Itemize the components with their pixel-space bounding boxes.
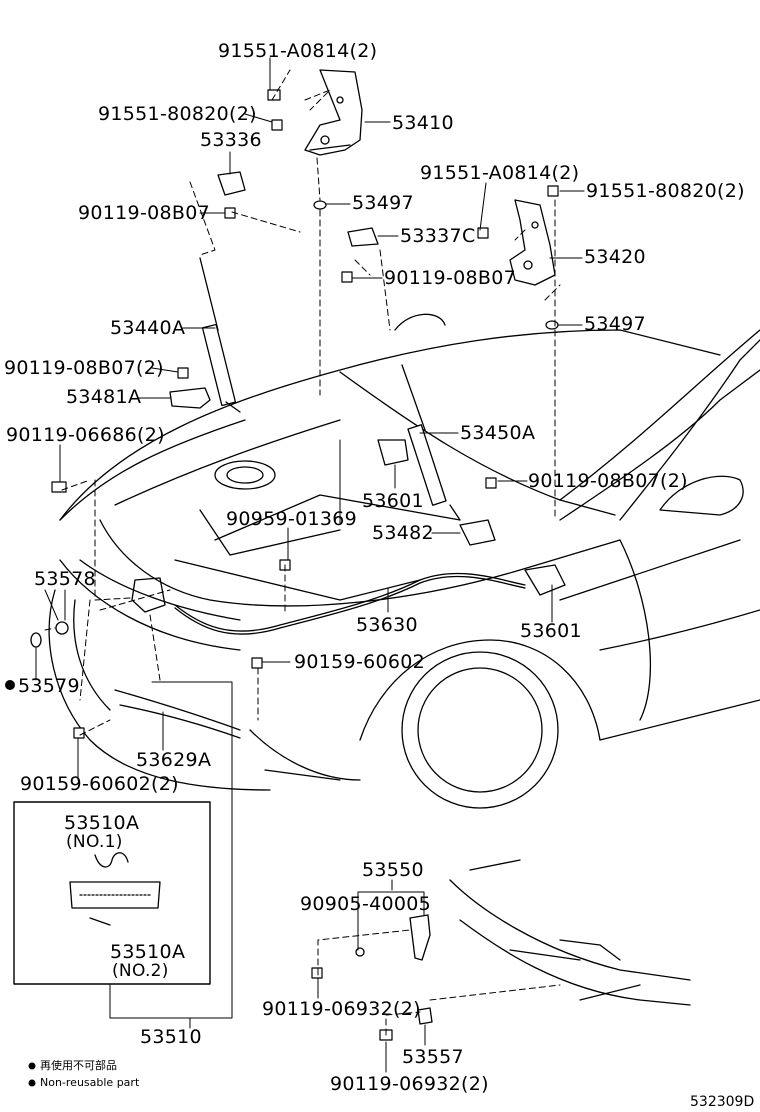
part-label-53629a: 53629A bbox=[136, 749, 212, 771]
part-label-53450a: 53450A bbox=[460, 422, 536, 444]
inset-label-53510a-no1: 53510A bbox=[64, 812, 140, 834]
bracket-53336 bbox=[217, 171, 246, 196]
body-frame-lower bbox=[449, 859, 691, 1006]
part-label-90119-06932-b: 90119-06932(2) bbox=[330, 1073, 489, 1095]
part-label-53550: 53550 bbox=[362, 859, 424, 881]
part-label-90119-06686: 90119-06686(2) bbox=[6, 424, 165, 446]
part-label-53440a: 53440A bbox=[110, 317, 186, 339]
bracket-53481a bbox=[169, 387, 211, 409]
part-label-90905-40005: 90905-40005 bbox=[300, 893, 432, 915]
hood-hinge-left bbox=[304, 69, 363, 156]
hood-lock-spring bbox=[69, 881, 161, 909]
part-label-53482: 53482 bbox=[372, 522, 434, 544]
release-lever bbox=[524, 564, 566, 596]
car-body-outline bbox=[48, 313, 760, 809]
part-label-53410: 53410 bbox=[392, 112, 454, 134]
part-label-53601-a: 53601 bbox=[362, 490, 424, 512]
release-lever-53557 bbox=[409, 914, 431, 961]
hood-support-right bbox=[401, 364, 461, 521]
hood-hinge-right bbox=[509, 199, 556, 286]
part-label-90119-08b07-a: 90119-08B07 bbox=[78, 202, 210, 224]
inset-box-53510 bbox=[13, 801, 211, 985]
part-label-91551-a0814-top: 91551-A0814(2) bbox=[218, 40, 378, 62]
part-label-91551-a0814-right: 91551-A0814(2) bbox=[420, 162, 580, 184]
part-label-53578: 53578 bbox=[34, 568, 96, 590]
part-label-53557: 53557 bbox=[402, 1046, 464, 1068]
part-label-91551-80820-right: 91551-80820(2) bbox=[586, 180, 745, 202]
part-label-53497-top: 53497 bbox=[352, 192, 414, 214]
part-label-53481a: 53481A bbox=[66, 386, 142, 408]
part-label-90119-06932-a: 90119-06932(2) bbox=[262, 998, 421, 1020]
part-label-53601-b: 53601 bbox=[520, 620, 582, 642]
part-label-90959-01369: 90959-01369 bbox=[226, 508, 358, 530]
cushion-53579 bbox=[30, 632, 42, 648]
part-label-53497-right: 53497 bbox=[584, 313, 646, 335]
part-label-53630: 53630 bbox=[356, 614, 418, 636]
release-cable bbox=[174, 572, 526, 632]
part-label-90159-60602-2: 90159-60602(2) bbox=[20, 773, 179, 795]
part-label-53510: 53510 bbox=[140, 1026, 202, 1048]
lock-support-53629a bbox=[114, 689, 241, 739]
part-label-90119-08b07-2: 90119-08B07(2) bbox=[4, 357, 164, 379]
part-label-53337c: 53337C bbox=[400, 225, 476, 247]
legend-note-english: Non-reusable part bbox=[40, 1076, 140, 1089]
hood-lock bbox=[131, 577, 166, 613]
part-label-90119-08b07-b: 90119-08B07 bbox=[384, 267, 516, 289]
part-label-53420: 53420 bbox=[584, 246, 646, 268]
bracket-53337c bbox=[347, 227, 379, 247]
part-label-53579: 53579 bbox=[18, 675, 80, 697]
cushion-53578 bbox=[55, 621, 69, 635]
legend-note-japanese: 再使用不可部品 bbox=[40, 1059, 117, 1072]
hood-support-left bbox=[199, 257, 241, 413]
inset-sublabel-no2: (NO.2) bbox=[112, 961, 169, 981]
part-label-91551-80820-top: 91551-80820(2) bbox=[98, 103, 257, 125]
part-label-53336: 53336 bbox=[200, 129, 262, 151]
figure-id: 532309D bbox=[690, 1094, 755, 1110]
non-reusable-marker bbox=[5, 680, 15, 690]
latch-53601 bbox=[377, 439, 409, 466]
inset-label-53510a-no2: 53510A bbox=[110, 941, 186, 963]
bracket-53482 bbox=[459, 519, 496, 546]
part-label-90159-60602: 90159-60602 bbox=[294, 651, 426, 673]
inset-sublabel-no1: (NO.1) bbox=[66, 832, 123, 852]
part-label-90119-08b07-2-right: 90119-08B07(2) bbox=[528, 470, 688, 492]
